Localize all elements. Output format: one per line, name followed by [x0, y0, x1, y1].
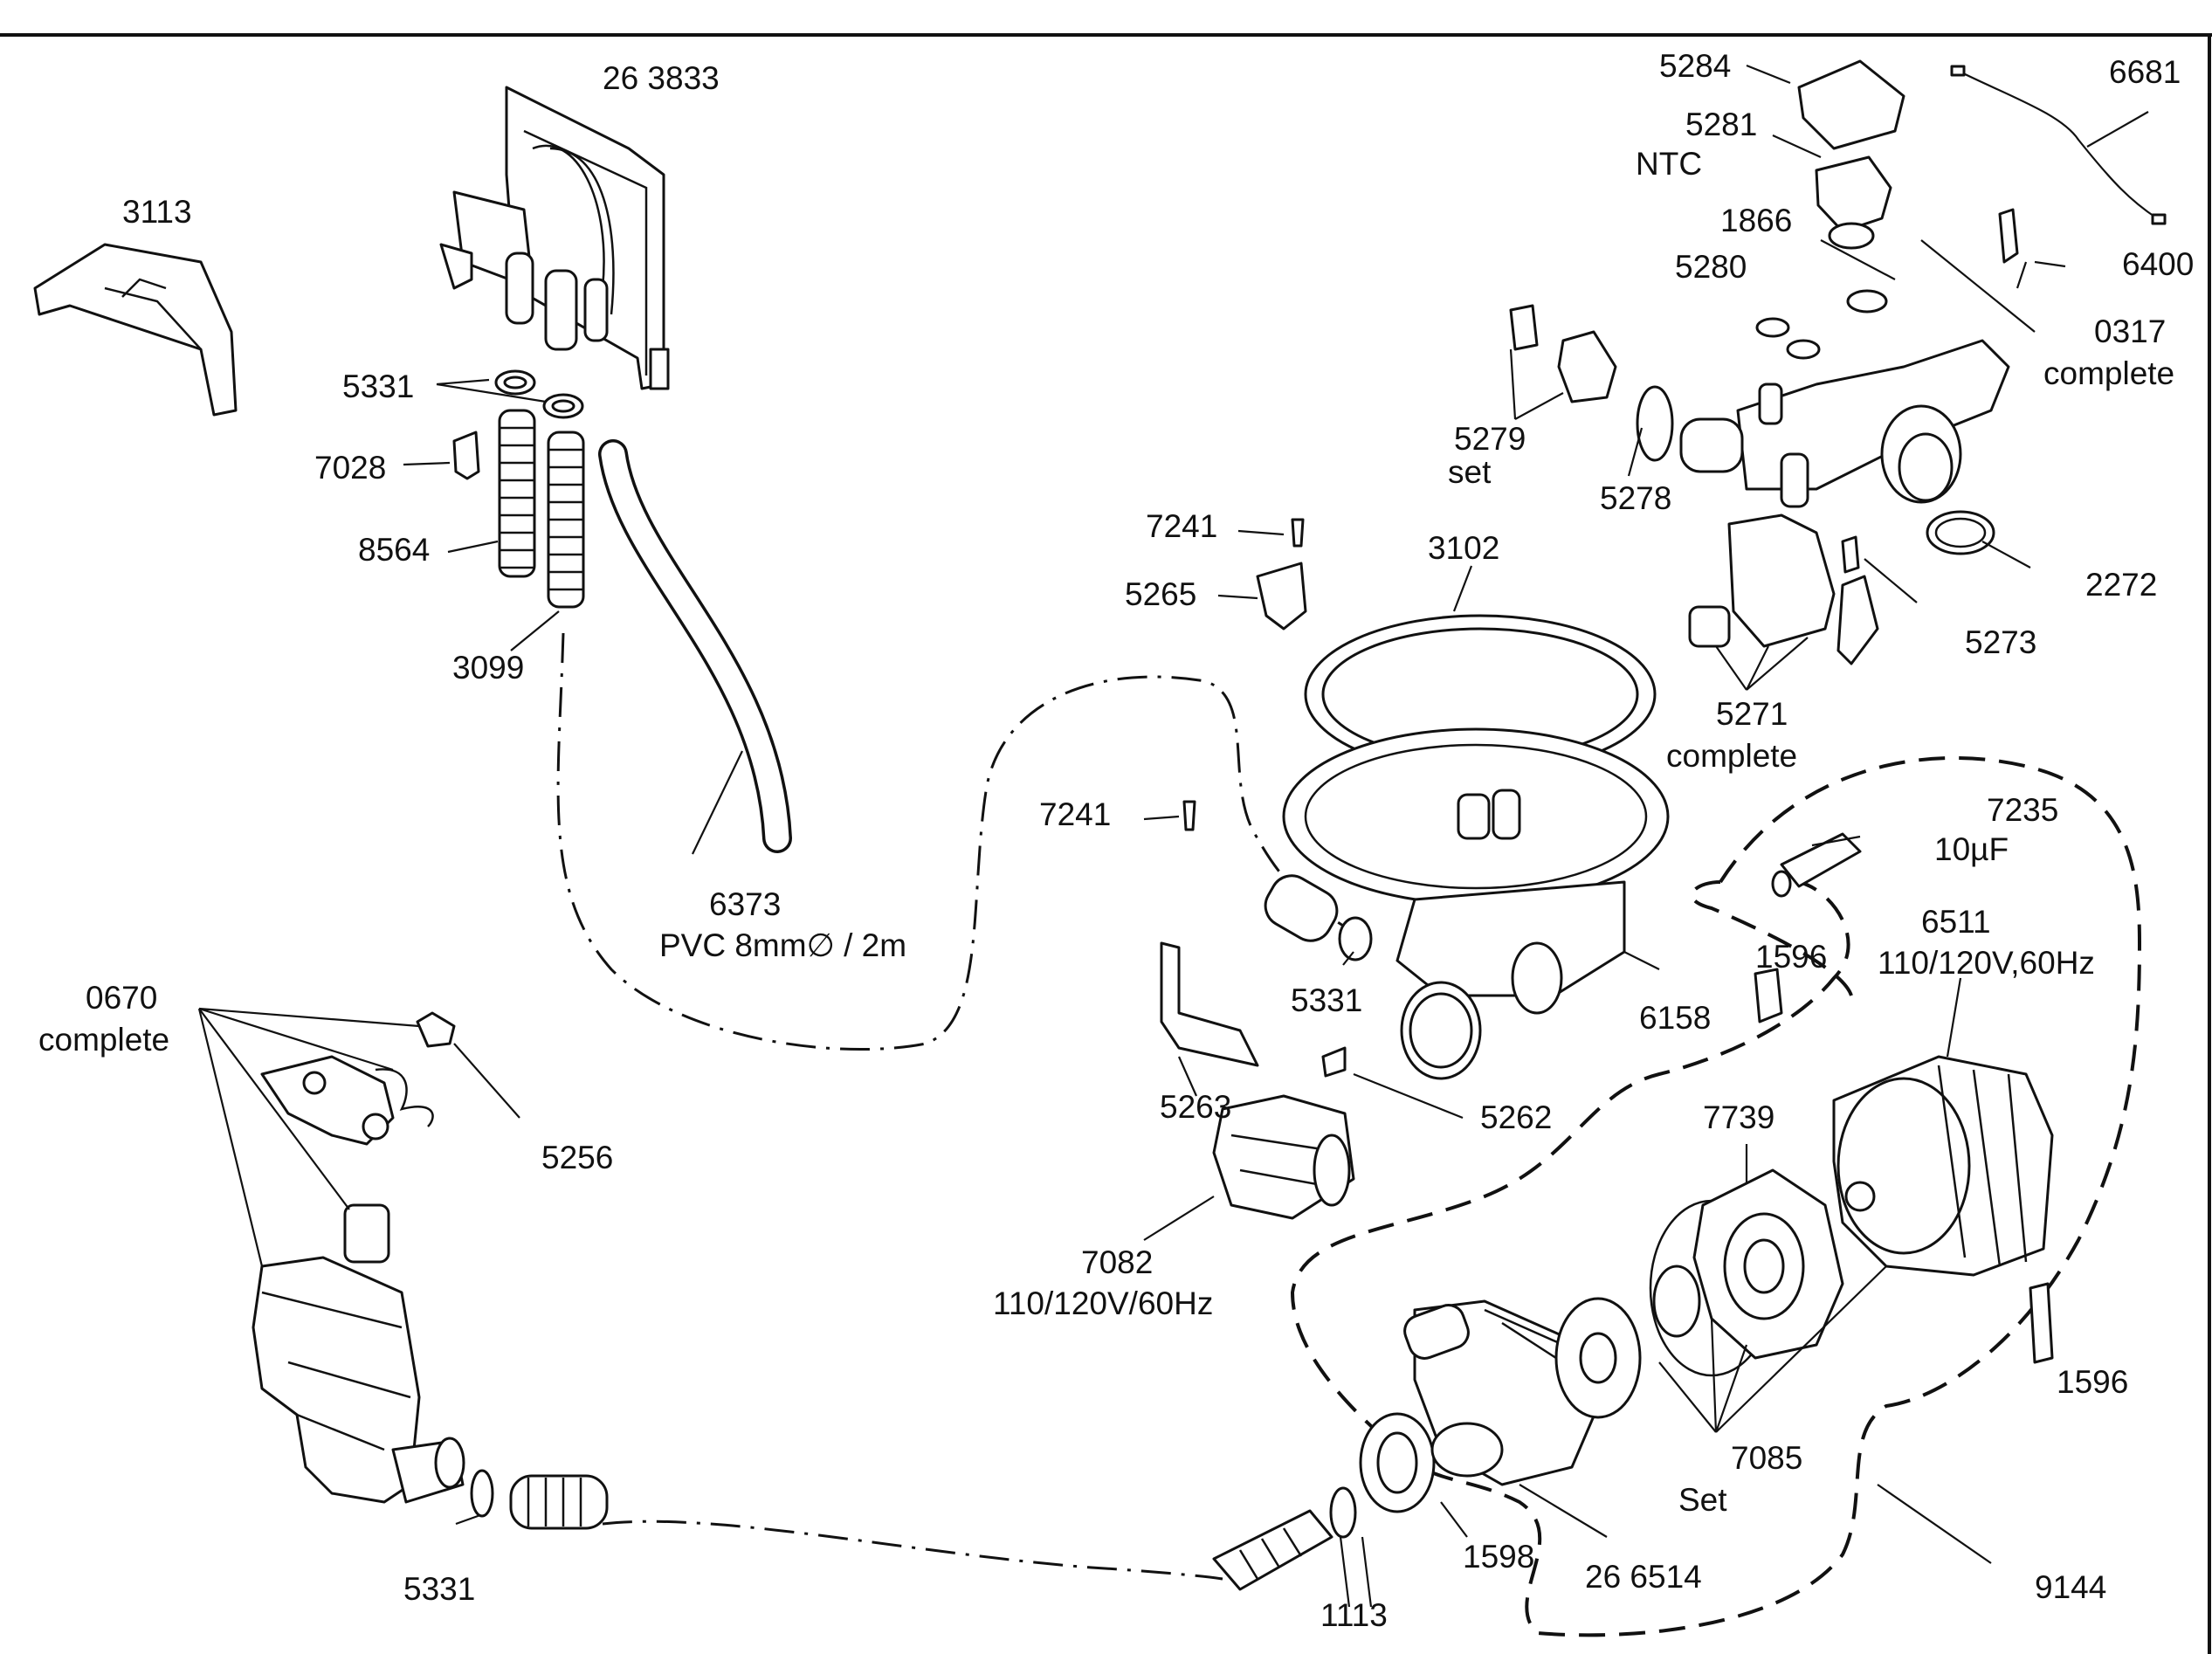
- part-lower-coupling: [509, 1474, 609, 1530]
- label-5284: 5284: [1659, 48, 1731, 84]
- label-5331-lower: 5331: [403, 1571, 475, 1607]
- part-5331-coil: [1264, 874, 1373, 961]
- label-5281: 5281: [1685, 107, 1757, 142]
- label-5271-complete: complete: [1666, 738, 1797, 774]
- part-6400-clip: [1998, 208, 2019, 264]
- part-5281-ntc: [1815, 155, 1892, 250]
- part-266514-pump: [1403, 1299, 1600, 1486]
- label-5262: 5262: [1480, 1099, 1552, 1135]
- part-5284-cap: [1797, 59, 1905, 150]
- part-0317-heater: [1679, 339, 2010, 508]
- part-6681-end-b: [2151, 213, 2167, 225]
- label-1866: 1866: [1720, 203, 1792, 238]
- part-5279-sensor: [1509, 304, 1617, 403]
- label-5279-set: set: [1448, 454, 1492, 490]
- hose-route-left: [556, 632, 1364, 1051]
- part-5271-housing: [1688, 513, 1879, 665]
- label-1596-upper: 1596: [1755, 939, 1827, 975]
- label-5271: 5271: [1716, 696, 1788, 732]
- label-9144: 9144: [2035, 1569, 2106, 1605]
- hose-route-bottom: [602, 1520, 1223, 1581]
- label-5331-upper: 5331: [342, 369, 414, 404]
- label-1598: 1598: [1463, 1539, 1534, 1575]
- part-1113-coupling: [1212, 1486, 1357, 1591]
- part-6681-cable: [1955, 69, 2158, 219]
- label-5331-mid: 5331: [1291, 982, 1362, 1018]
- part-1596-clip-a: [1754, 968, 1783, 1023]
- label-5278: 5278: [1600, 480, 1671, 516]
- label-6158: 6158: [1639, 1000, 1711, 1036]
- label-3099: 3099: [452, 650, 524, 686]
- label-5256: 5256: [541, 1140, 613, 1175]
- part-7028-clip: [452, 431, 480, 480]
- part-7082-drain-pump: [1212, 1094, 1355, 1220]
- part-3833-panel: [439, 86, 670, 390]
- label-5265: 5265: [1125, 576, 1196, 612]
- part-7739-cover: [1692, 1168, 1844, 1360]
- label-7085: 7085: [1731, 1440, 1802, 1476]
- part-3113-cover: [33, 243, 238, 417]
- pump-assembly-outline: [1290, 756, 2142, 1637]
- leader-lines: [197, 64, 2149, 1608]
- part-8564-hoses: [498, 409, 585, 609]
- label-5280: 5280: [1675, 249, 1747, 285]
- label-1113: 1113: [1320, 1597, 1388, 1633]
- label-7241-upper: 7241: [1146, 508, 1217, 544]
- label-7241-lower: 7241: [1039, 796, 1111, 832]
- label-5281-ntc: NTC: [1636, 146, 1702, 182]
- label-0317-complete: complete: [2043, 355, 2174, 391]
- label-0317: 0317: [2094, 314, 2166, 349]
- label-5263: 5263: [1160, 1089, 1231, 1125]
- label-6373: 6373: [709, 886, 781, 922]
- part-1596-clip-b: [2029, 1282, 2054, 1364]
- part-6511-motor: [1832, 1055, 2054, 1277]
- label-0670-complete: complete: [38, 1022, 169, 1058]
- label-3833: 26 3833: [603, 60, 720, 96]
- part-7235-capacitor: [1771, 832, 1862, 898]
- part-5265-bracket: [1256, 562, 1307, 631]
- label-7082: 7082: [1081, 1244, 1153, 1280]
- part-2272-clamp: [1926, 510, 1995, 555]
- part-6158-ring: [1400, 941, 1563, 1080]
- capacitor-outline: [1690, 880, 1853, 996]
- part-5273-pin: [1841, 535, 1860, 574]
- part-3102-sump: [1282, 614, 1670, 997]
- part-5262-clip: [1321, 1046, 1347, 1078]
- label-7028: 7028: [314, 450, 386, 486]
- label-1596-lower: 1596: [2057, 1364, 2128, 1400]
- label-7235: 7235: [1987, 792, 2058, 828]
- part-5280-oring-b: [1786, 339, 1821, 360]
- part-5280-oring-a: [1755, 317, 1790, 338]
- label-6511-spec: 110/120V,60Hz: [1878, 945, 2095, 981]
- label-7085-set: Set: [1678, 1482, 1727, 1518]
- part-5263-bracket: [1160, 941, 1259, 1067]
- label-5273: 5273: [1965, 624, 2036, 660]
- label-7739: 7739: [1703, 1099, 1774, 1135]
- label-6400: 6400: [2122, 246, 2194, 282]
- label-7082-spec: 110/120V/60Hz: [993, 1285, 1213, 1321]
- label-6511: 6511: [1921, 904, 1991, 940]
- part-5331-oring-c: [470, 1469, 494, 1518]
- part-1598-ring: [1359, 1412, 1436, 1513]
- part-7241-screw-b: [1182, 800, 1196, 831]
- label-6373-spec: PVC 8mm∅ / 2m: [659, 927, 906, 963]
- part-7241-screw-a: [1291, 518, 1305, 548]
- label-2272: 2272: [2085, 567, 2157, 603]
- label-5279: 5279: [1454, 421, 1526, 457]
- label-266514: 26 6514: [1585, 1559, 1702, 1595]
- label-7235-value: 10µF: [1934, 831, 2009, 867]
- label-3102: 3102: [1428, 530, 1499, 566]
- part-6681-end-a: [1950, 65, 1966, 77]
- part-0670-assembly: [252, 1011, 465, 1504]
- part-5278-seal: [1636, 385, 1674, 462]
- label-0670: 0670: [86, 980, 157, 1016]
- part-1866-oring: [1846, 289, 1888, 314]
- label-3113: 3113: [122, 194, 192, 230]
- label-6681: 6681: [2109, 54, 2181, 90]
- label-8564: 8564: [358, 532, 430, 568]
